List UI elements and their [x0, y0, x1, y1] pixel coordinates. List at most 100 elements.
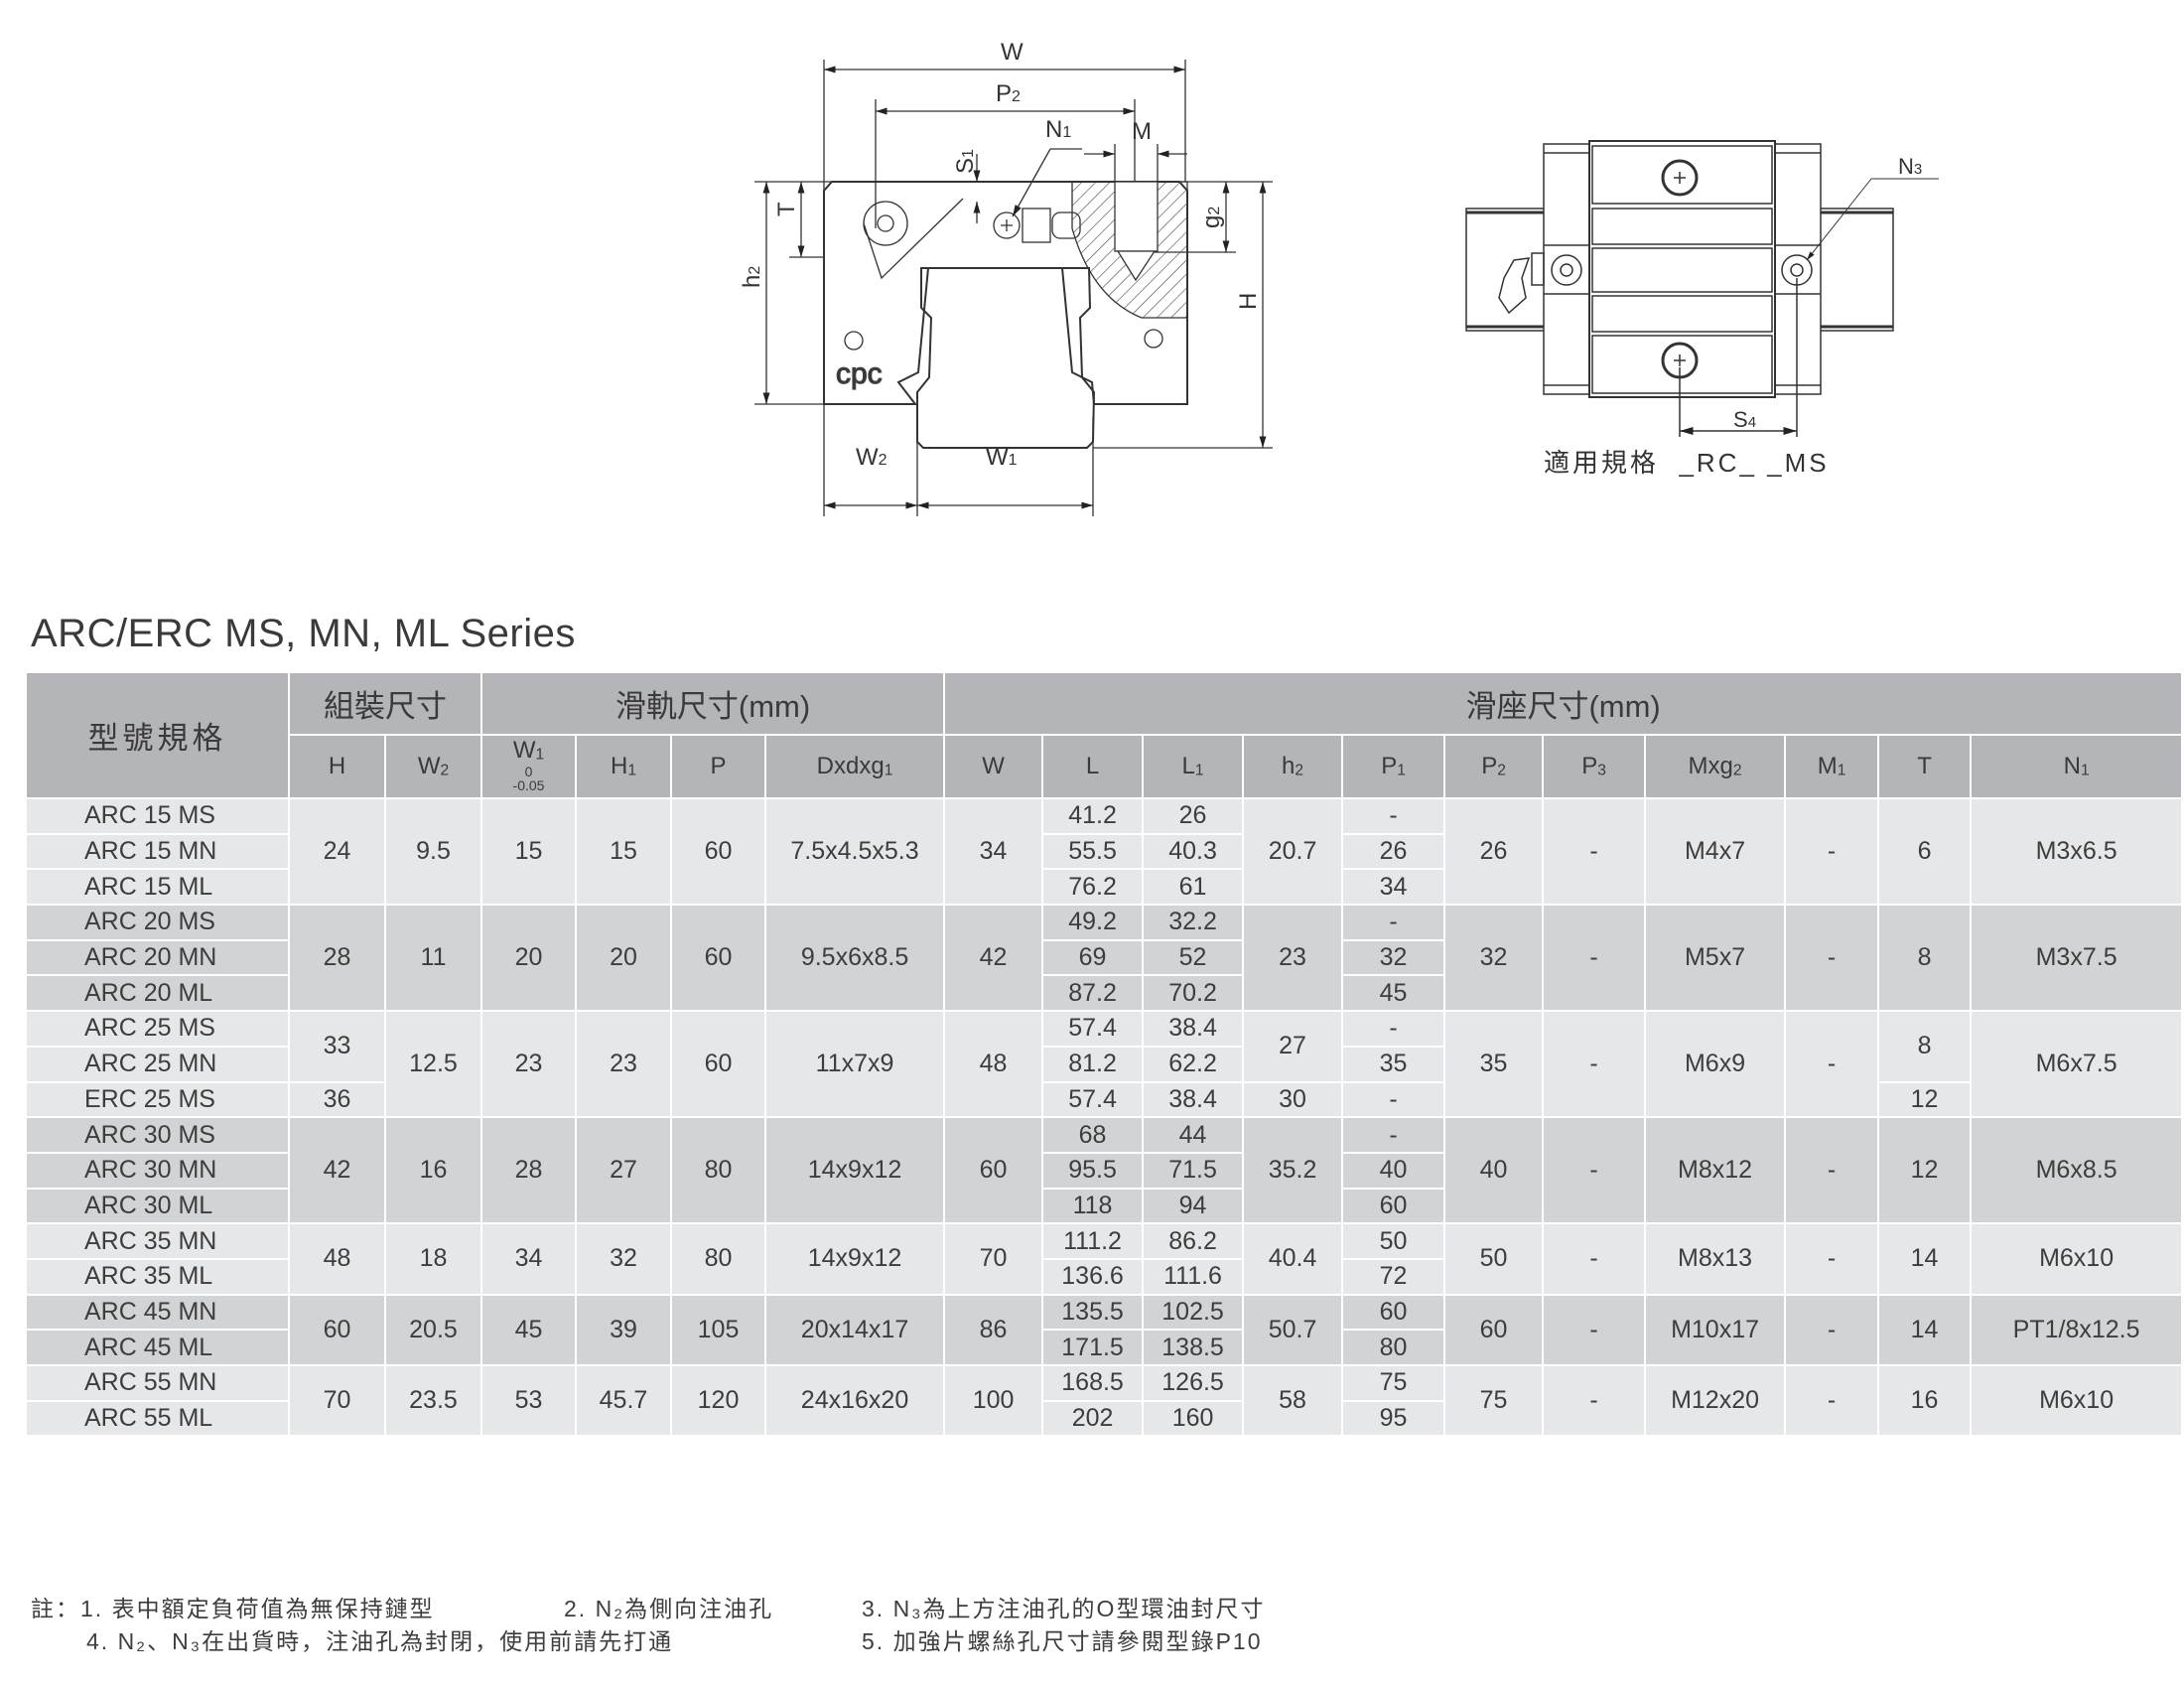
table-cell: -: [1542, 796, 1647, 907]
column-header-subscript: 2: [440, 762, 450, 779]
table-cell: 70: [943, 1222, 1044, 1296]
table-cell: 58: [1242, 1363, 1344, 1438]
table-cell: 171.5: [1041, 1329, 1145, 1366]
column-header-label: H: [328, 753, 346, 779]
column-header: Dxdxg1: [763, 734, 946, 799]
table-cell: 60: [943, 1116, 1044, 1225]
model-cell: ARC 55 MN: [25, 1364, 290, 1402]
dim-g2-label: g2: [1198, 207, 1225, 228]
table-cell: 20.7: [1242, 796, 1344, 907]
header-assembly-dims: 組裝尺寸: [288, 671, 482, 736]
w1-tolerance: -0.05: [512, 777, 545, 794]
table-cell: 9.5x6x8.5: [763, 904, 946, 1013]
table-cell: -: [1542, 1363, 1647, 1438]
table-cell: 135.5: [1041, 1293, 1145, 1332]
header-block-dims: 滑座尺寸(mm): [943, 671, 2184, 736]
table-cell: 71.5: [1142, 1151, 1245, 1190]
table-cell: -: [1784, 1222, 1880, 1296]
table-cell: 28: [480, 1116, 577, 1225]
table-cell: 32.2: [1142, 904, 1245, 941]
table-cell: 60: [1341, 1187, 1446, 1225]
table-cell: 111.6: [1142, 1257, 1245, 1296]
table-cell: 62.2: [1142, 1045, 1245, 1083]
w1-tolerance: 0: [524, 764, 533, 780]
dim-h2-label: h2: [739, 266, 765, 288]
column-header: W2: [384, 734, 482, 799]
model-cell: ARC 30 MS: [25, 1116, 290, 1154]
column-header: T: [1877, 734, 1973, 799]
table-cell: 80: [670, 1222, 766, 1296]
table-cell: 42: [943, 904, 1044, 1013]
table-cell: 26: [1341, 832, 1446, 871]
column-header: L: [1041, 734, 1145, 799]
table-cell: 75: [1443, 1363, 1545, 1438]
column-header-subscript: 2: [1295, 762, 1304, 779]
note-4: 4. N₂、N₃在出貨時，注油孔為封閉，使用前請先打通: [86, 1628, 674, 1654]
table-cell: M6x9: [1644, 1010, 1787, 1119]
table-cell: 26: [1142, 797, 1245, 835]
column-header-subscript: 2: [1497, 762, 1506, 779]
table-cell: 36: [288, 1080, 386, 1119]
table-cell: M5x7: [1644, 904, 1787, 1013]
table-cell: 105: [670, 1293, 766, 1367]
section-title: ARC/ERC MS, MN, ML Series: [31, 612, 576, 655]
model-cell: ARC 15 ML: [25, 868, 290, 907]
model-cell: ARC 55 ML: [25, 1399, 290, 1438]
column-header-label: P: [1481, 753, 1498, 779]
table-cell: M3x6.5: [1970, 796, 2184, 907]
table-cell: 87.2: [1041, 974, 1145, 1013]
table-cell: 57.4: [1041, 1010, 1145, 1048]
note-5: 5. 加強片螺絲孔尺寸請參閱型錄P10: [862, 1628, 1263, 1654]
table-cell: -: [1341, 1010, 1446, 1048]
table-cell: 70: [288, 1363, 386, 1438]
table-cell: 57.4: [1041, 1080, 1145, 1119]
table-cell: 48: [943, 1010, 1044, 1119]
column-header: P1: [1341, 734, 1446, 799]
dim-P2-label: P2: [996, 80, 1021, 107]
table-cell: 20.5: [384, 1293, 482, 1367]
table-cell: 111.2: [1041, 1222, 1145, 1260]
table-cell: -: [1542, 1293, 1647, 1367]
dim-S4-label: S4: [1733, 407, 1756, 432]
table-cell: 118: [1041, 1187, 1145, 1225]
table-cell: 16: [384, 1116, 482, 1225]
model-cell: ARC 15 MS: [25, 797, 290, 835]
column-header-label: N: [2063, 753, 2081, 779]
table-cell: 14x9x12: [763, 1222, 946, 1296]
table-cell: 35.2: [1242, 1116, 1344, 1225]
table-cell: 80: [670, 1116, 766, 1225]
table-cell: M6x8.5: [1970, 1116, 2184, 1225]
table-cell: M10x17: [1644, 1293, 1787, 1367]
table-cell: 18: [384, 1222, 482, 1296]
table-cell: 12: [1877, 1116, 1973, 1225]
table-cell: 80: [1341, 1329, 1446, 1366]
table-cell: 12.5: [384, 1010, 482, 1119]
column-header-label: P: [1381, 753, 1398, 779]
dim-N3-label: N43: [1898, 154, 1922, 179]
column-header: L1: [1142, 734, 1245, 799]
table-cell: 23.5: [384, 1363, 482, 1438]
note-2: 2. N₂為側向注油孔: [564, 1596, 774, 1621]
table-cell: 26: [1443, 796, 1545, 907]
table-cell: 100: [943, 1363, 1044, 1438]
dim-W-label: W: [1001, 39, 1024, 66]
table-cell: 136.6: [1041, 1257, 1145, 1296]
table-cell: 6: [1877, 796, 1973, 907]
table-cell: 53: [480, 1363, 577, 1438]
table-cell: 38.4: [1142, 1010, 1245, 1048]
logo-cpc: cpc: [836, 357, 883, 390]
table-cell: 42: [288, 1116, 386, 1225]
table-cell: M8x12: [1644, 1116, 1787, 1225]
table-cell: -: [1542, 1010, 1647, 1119]
column-header-label: W: [982, 753, 1005, 779]
column-header: Mxg2: [1644, 734, 1787, 799]
table-cell: 95: [1341, 1399, 1446, 1438]
table-cell: 7.5x4.5x5.3: [763, 796, 946, 907]
dim-M-label: M: [1132, 118, 1152, 145]
